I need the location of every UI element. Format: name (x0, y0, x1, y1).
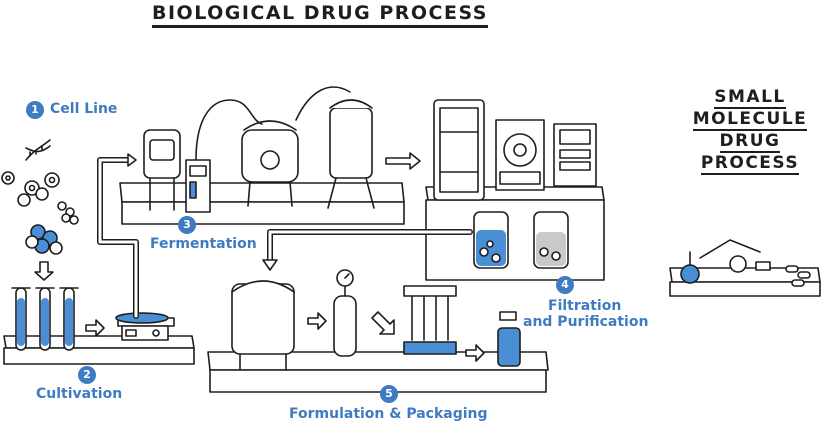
vial (497, 311, 521, 367)
gas-cylinder (333, 269, 357, 357)
step-4-badge: 4 (556, 276, 574, 294)
step-5-badge: 5 (380, 385, 398, 403)
storage-tank (231, 280, 295, 371)
transfer-pipe-2 (262, 229, 473, 271)
bottle-blue (473, 211, 509, 269)
step-3-badge: 3 (178, 216, 196, 234)
incubator-shaker (115, 312, 175, 341)
test-tubes (11, 287, 79, 351)
step-2-badge: 2 (78, 366, 96, 384)
table-fermentation (119, 182, 405, 225)
diagram-title: BIOLOGICAL DRUG PROCESS (0, 2, 640, 28)
pills-icon (785, 265, 811, 287)
filling-machine (403, 285, 457, 355)
table-small-molecule (669, 267, 821, 297)
step-3-label: Fermentation (150, 236, 257, 252)
step-1-label: Cell Line (50, 101, 118, 117)
formulation-arrows (307, 311, 395, 335)
cultivation-arrow (85, 319, 105, 337)
step-1-badge: 1 (26, 101, 44, 119)
bioreactor-small (143, 129, 211, 213)
fermentation-arrow (385, 152, 421, 170)
small-molecule-flask (680, 251, 700, 284)
bottle-gray (533, 211, 569, 269)
step-5-label: Formulation & Packaging (289, 406, 488, 422)
cells-icon (1, 171, 79, 255)
table-formulation (207, 351, 549, 393)
chromatography-column (433, 99, 485, 201)
small-molecule-apparatus (699, 239, 771, 273)
analyzer (553, 123, 597, 187)
fermenter-large (241, 120, 299, 207)
step-4-label-line2: and Purification (523, 314, 649, 330)
cell-line-arrow (34, 261, 54, 281)
step-4-label-line1: Filtration (548, 298, 622, 314)
dna-helix-icon (25, 139, 51, 161)
side-title: SMALL MOLECULE DRUG PROCESS (692, 87, 808, 175)
step-2-label: Cultivation (36, 386, 123, 402)
centrifuge (495, 119, 545, 191)
fermenter-tall (327, 99, 375, 209)
tubing (195, 86, 351, 161)
packaging-arrow (465, 344, 485, 362)
table-purification (425, 186, 605, 281)
transfer-pipe-1 (97, 153, 139, 319)
